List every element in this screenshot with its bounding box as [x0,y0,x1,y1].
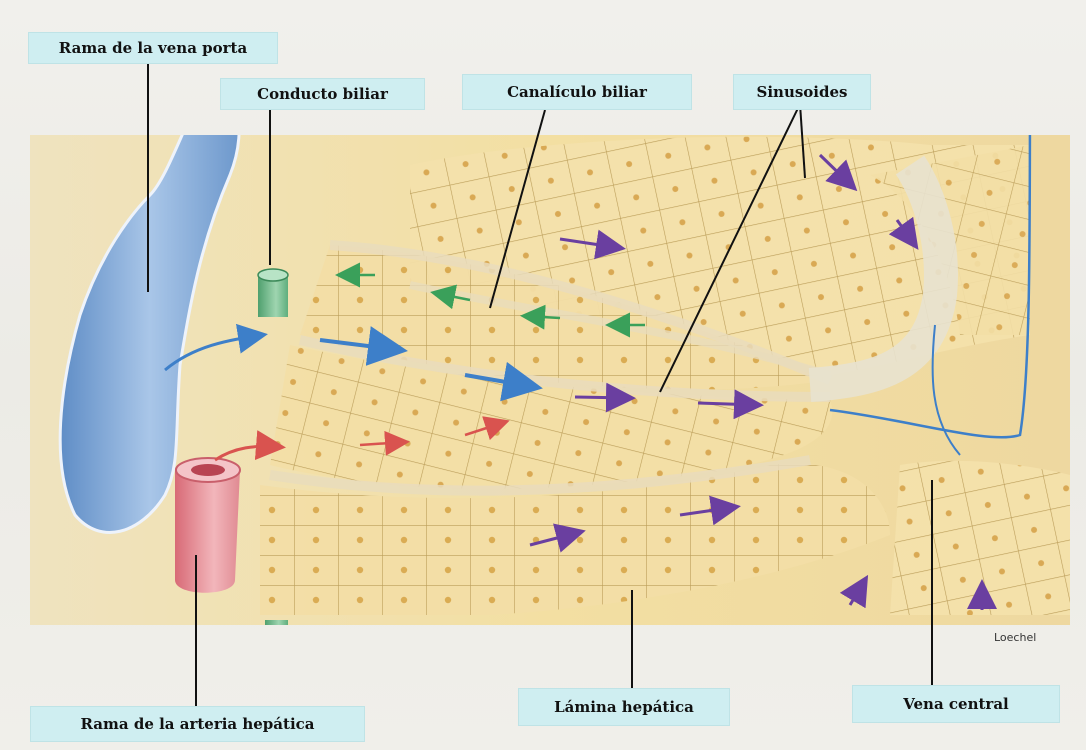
label-central-vein: Vena central [852,685,1060,723]
label-hepatic-artery-branch: Rama de la arteria hepática [30,706,365,742]
label-bile-duct: Conducto biliar [220,78,425,110]
illustrator-credit: Loechel [994,631,1036,644]
label-portal-vein-branch: Rama de la vena porta [28,32,278,64]
label-hepatic-plate: Lámina hepática [518,688,730,726]
label-sinusoids: Sinusoides [733,74,871,110]
label-bile-canaliculus: Canalículo biliar [462,74,692,110]
